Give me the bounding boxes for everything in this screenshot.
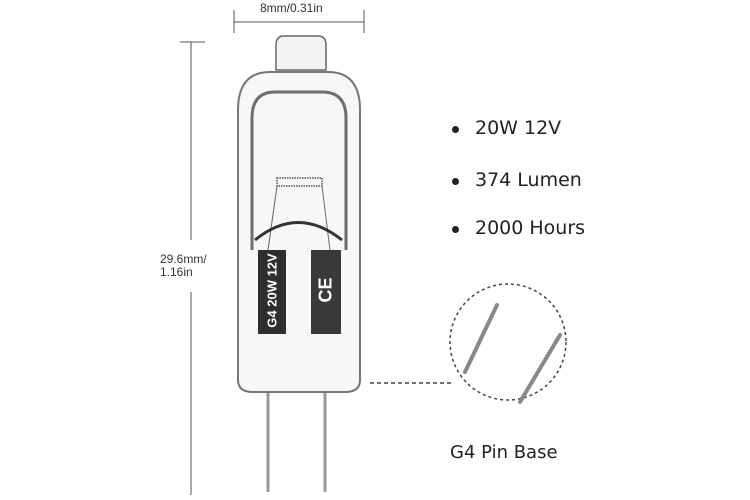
height-label: 29.6mm/ 1.16in [160,253,207,279]
marking-plate-right [311,250,341,334]
bullet-icon [452,226,459,233]
width-dimension-line [233,10,365,33]
bulb-marking: G4 20W 12V [264,253,280,328]
bulb-glass [237,71,361,393]
filament [276,177,323,187]
ce-mark: CE [315,277,336,303]
bullet-icon [452,126,459,133]
spec-lumen: 374 Lumen [475,169,582,191]
pin-detail-circle [449,283,567,401]
spec-lifetime: 2000 Hours [475,217,586,239]
bullet-icon [452,178,459,185]
pin-detail-pins [463,303,562,404]
height-dimension-line [180,41,205,495]
pin-base-caption: G4 Pin Base [450,442,558,463]
height-label-mm: 29.6mm/ [160,252,207,266]
spec-power: 20W 12V [475,117,562,139]
marking-plate-left [258,250,286,334]
bulb-tip [275,35,327,71]
width-label: 8mm/0.31in [260,1,323,15]
height-label-in: 1.16in [160,265,193,279]
